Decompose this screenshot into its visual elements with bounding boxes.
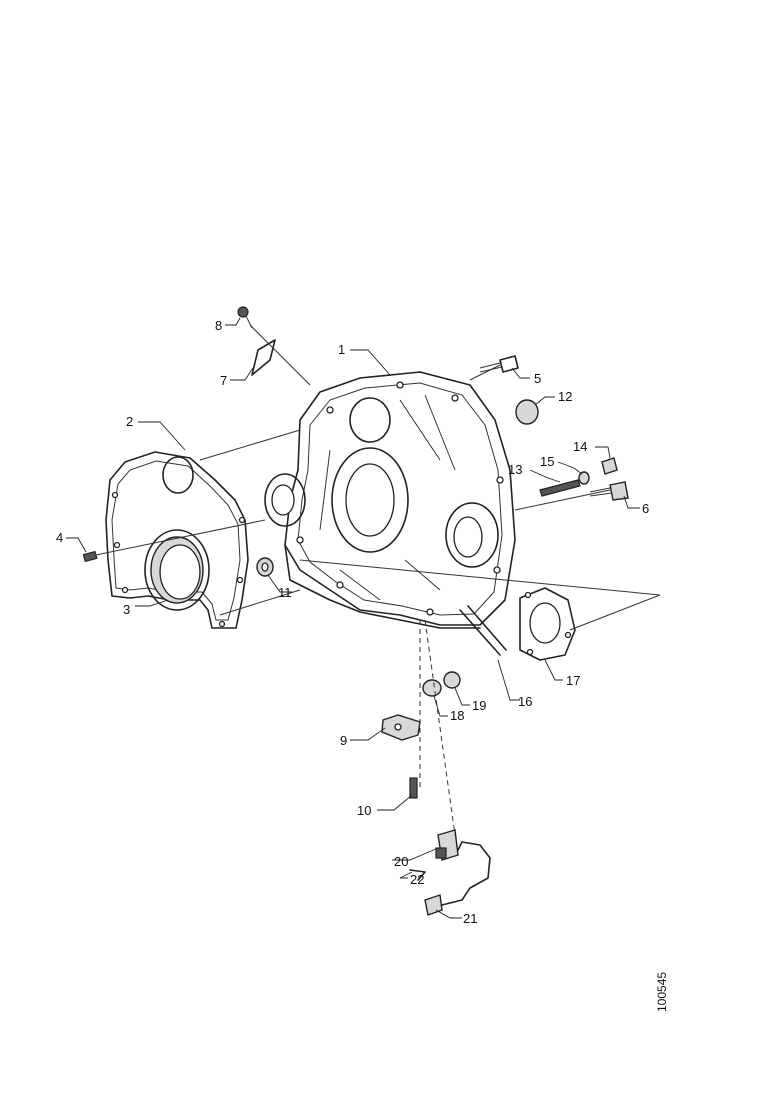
timing-cover-housing — [264, 371, 516, 629]
callout-7: 7 — [220, 373, 227, 388]
callout-13: 13 — [508, 462, 522, 477]
callout-8: 8 — [215, 318, 222, 333]
bolt-8 — [237, 306, 253, 329]
nut-19 — [443, 671, 461, 689]
callout-15: 15 — [540, 454, 554, 469]
callout-12: 12 — [558, 389, 572, 404]
clip-22 — [409, 869, 426, 881]
callout-17: 17 — [566, 673, 580, 688]
callout-10: 10 — [357, 803, 371, 818]
callout-20: 20 — [394, 854, 408, 869]
washer-15 — [578, 471, 590, 485]
callout-22: 22 — [410, 872, 424, 887]
callout-1: 1 — [338, 342, 345, 357]
callout-14: 14 — [573, 439, 587, 454]
callout-5: 5 — [534, 371, 541, 386]
cover-plate-9 — [381, 714, 421, 741]
sensor-20 — [435, 829, 459, 861]
callout-18: 18 — [450, 708, 464, 723]
gasket-17 — [519, 587, 576, 661]
leader-lines — [66, 317, 640, 919]
callout-4: 4 — [56, 530, 63, 545]
bolt-10 — [409, 777, 418, 799]
connector-21 — [424, 841, 491, 916]
callout-3: 3 — [123, 602, 130, 617]
cap-12 — [515, 399, 539, 425]
callout-labels: 1 2 3 4 5 6 7 8 9 10 11 12 13 14 15 16 1… — [56, 318, 649, 926]
bolt-6 — [589, 481, 629, 501]
stud-13 — [539, 479, 581, 497]
bracket-7 — [251, 339, 276, 376]
callout-16: 16 — [518, 694, 532, 709]
crankshaft-seal — [144, 529, 210, 611]
bolt-4 — [82, 550, 98, 563]
callout-6: 6 — [642, 501, 649, 516]
cover-gasket — [105, 451, 249, 629]
callout-11: 11 — [278, 585, 292, 600]
bolt-5 — [479, 355, 519, 373]
callout-2: 2 — [126, 414, 133, 429]
callout-21: 21 — [463, 911, 477, 926]
reference-number: 100545 — [655, 972, 669, 1012]
bolt-16 — [459, 605, 507, 656]
callout-19: 19 — [472, 698, 486, 713]
callout-9: 9 — [340, 733, 347, 748]
plug-11 — [256, 557, 274, 577]
nut-14 — [601, 457, 618, 475]
washer-18 — [422, 679, 442, 697]
assembly-lines — [95, 324, 661, 836]
